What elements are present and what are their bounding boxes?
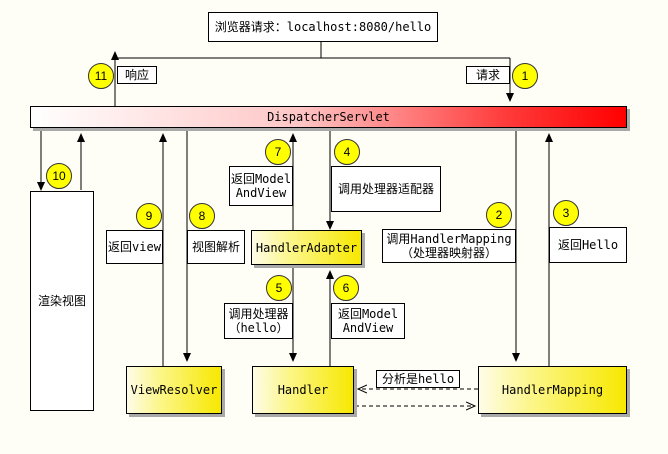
dispatcher-servlet-box: DispatcherServlet	[30, 106, 627, 128]
step-6-number: 6	[342, 281, 350, 295]
view-resolver-box: ViewResolver	[126, 366, 222, 414]
label-response-text: 响应	[124, 68, 149, 82]
render-view-box: 渲染视图	[30, 191, 94, 411]
label-call-mapping-text: 调用HandlerMapping （处理器映射器）	[386, 232, 512, 260]
label-call-handler-text: 调用处理器 （hello）	[228, 307, 289, 335]
step-1-circle: 1	[512, 63, 538, 89]
handler-box: Handler	[252, 366, 354, 414]
step-5-circle: 5	[266, 275, 292, 301]
label-call-adapter-text: 调用处理器适配器	[337, 182, 434, 196]
step-9-circle: 9	[136, 203, 162, 229]
step-5-number: 5	[275, 281, 283, 295]
dispatcher-servlet-text: DispatcherServlet	[267, 110, 390, 124]
step-7-circle: 7	[265, 139, 291, 165]
browser-request-text: 浏览器请求：localhost:8080/hello	[214, 20, 432, 34]
label-return-model-view-top: 返回Model AndView	[229, 166, 293, 206]
label-return-model-view-bottom-text: 返回Model AndView	[337, 307, 399, 335]
browser-request-box: 浏览器请求：localhost:8080/hello	[208, 12, 438, 42]
label-view-resolve: 视图解析	[187, 230, 245, 264]
step-11-number: 11	[94, 69, 108, 83]
handler-mapping-text: HandlerMapping	[501, 383, 604, 397]
label-analyze-hello-text: 分析是hello	[381, 372, 455, 386]
label-view-resolve-text: 视图解析	[191, 240, 240, 254]
step-7-number: 7	[274, 145, 282, 159]
label-response: 响应	[117, 66, 157, 84]
label-return-model-view-bottom: 返回Model AndView	[331, 303, 405, 339]
step-3-number: 3	[562, 206, 570, 220]
step-2-number: 2	[495, 208, 503, 222]
handler-adapter-box: HandlerAdapter	[251, 230, 362, 265]
step-11-circle: 11	[88, 63, 114, 89]
label-call-adapter: 调用处理器适配器	[331, 166, 441, 212]
render-view-text: 渲染视图	[37, 294, 86, 308]
label-return-hello: 返回Hello	[549, 227, 627, 263]
step-6-circle: 6	[333, 275, 359, 301]
label-request-text: 请求	[475, 68, 500, 82]
step-10-number: 10	[52, 169, 66, 183]
step-4-number: 4	[343, 145, 351, 159]
view-resolver-text: ViewResolver	[130, 383, 218, 397]
label-request: 请求	[466, 66, 510, 84]
label-analyze-hello: 分析是hello	[376, 370, 460, 388]
step-8-number: 8	[198, 209, 206, 223]
handler-mapping-box: HandlerMapping	[478, 366, 627, 414]
step-1-number: 1	[521, 69, 529, 83]
step-2-circle: 2	[486, 202, 512, 228]
label-call-handler: 调用处理器 （hello）	[224, 303, 293, 339]
step-9-number: 9	[145, 209, 153, 223]
step-3-circle: 3	[553, 200, 579, 226]
step-4-circle: 4	[334, 139, 360, 165]
label-return-hello-text: 返回Hello	[557, 238, 619, 252]
step-8-circle: 8	[189, 203, 215, 229]
handler-text: Handler	[277, 383, 329, 397]
label-return-view-text: 返回view	[108, 240, 161, 254]
label-return-model-view-top-text: 返回Model AndView	[230, 172, 292, 200]
label-return-view: 返回view	[106, 230, 163, 264]
label-call-mapping: 调用HandlerMapping （处理器映射器）	[382, 229, 516, 263]
handler-adapter-text: HandlerAdapter	[255, 240, 358, 255]
step-10-circle: 10	[46, 163, 72, 189]
